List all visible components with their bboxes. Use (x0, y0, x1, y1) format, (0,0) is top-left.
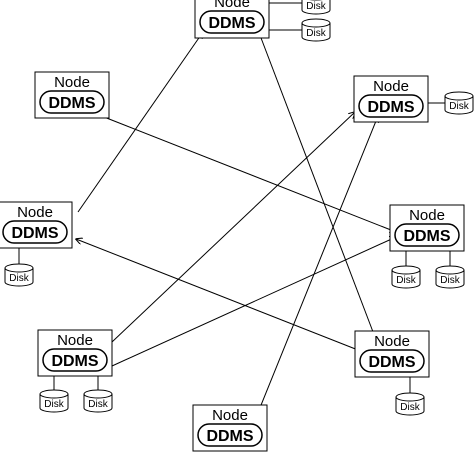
node-title: Node (374, 333, 410, 350)
disk-top (4, 263, 34, 273)
disk-icon: Disk (83, 389, 113, 413)
ddms-pill (42, 348, 108, 372)
disk-icon: Disk (301, 0, 331, 15)
ddms-label: DDMS (403, 228, 450, 245)
edge-arrow-middle-left-to-top (77, 32, 203, 213)
disk-label: Disk (88, 399, 108, 410)
node-title: Node (212, 407, 248, 424)
edge-arrow-lower-left-to-upper-right (111, 112, 355, 343)
ddms-pill (359, 349, 425, 373)
disk-body (83, 394, 113, 413)
disk-top (444, 91, 474, 101)
ddms-label: DDMS (11, 225, 58, 242)
ddms-label: DDMS (51, 353, 98, 370)
ddms-label: DDMS (208, 15, 255, 32)
disk-label: Disk (306, 1, 326, 12)
ddms-pill (39, 90, 105, 114)
edge-arrow-top-to-lower-right (257, 29, 378, 345)
ddms-pill (199, 10, 265, 34)
disk-icon: Disk (435, 265, 465, 289)
node-title: Node (409, 207, 445, 224)
disk-body (301, 0, 331, 15)
ddms-pill (394, 223, 460, 247)
edge-arrow-upper-left-to-middle-right (103, 116, 396, 232)
node-title: Node (373, 78, 409, 95)
ddms-label: DDMS (206, 428, 253, 445)
disk-label: Disk (306, 28, 326, 39)
disk-label: Disk (9, 273, 29, 284)
disk-top (39, 389, 69, 399)
ddms-pill (2, 220, 68, 244)
disk-top (395, 392, 425, 402)
ddms-pill (197, 423, 263, 447)
node-title: Node (54, 74, 90, 91)
edge-arrow-bottom-to-upper-right (254, 116, 378, 421)
ddms-label: DDMS (367, 99, 414, 116)
disk-icon: Disk (301, 18, 331, 42)
ddms-pill (358, 94, 424, 118)
node-title: Node (57, 332, 93, 349)
edge-arrow-lower-left-to-middle-right (111, 237, 396, 367)
disk-icon: Disk (4, 263, 34, 287)
node-title: Node (17, 204, 53, 221)
node-title: Node (214, 0, 250, 11)
disk-body (39, 394, 69, 413)
disk-label: Disk (44, 399, 64, 410)
edges-layer (76, 29, 396, 421)
disk-icon: Disk (391, 265, 421, 289)
disk-icon: Disk (444, 91, 474, 115)
disk-body (391, 270, 421, 289)
edge-arrow-lower-right-to-middle-left (76, 239, 359, 351)
ddms-label: DDMS (48, 95, 95, 112)
ddms-label: DDMS (368, 354, 415, 371)
disk-icon: Disk (39, 389, 69, 413)
disk-top (435, 265, 465, 275)
disk-label: Disk (396, 275, 416, 286)
disk-top (391, 265, 421, 275)
disk-label: Disk (400, 402, 420, 413)
disk-icon: Disk (395, 392, 425, 416)
disk-body (395, 397, 425, 416)
disk-label: Disk (449, 101, 469, 112)
disk-body (435, 270, 465, 289)
disk-body (444, 96, 474, 115)
disk-body (4, 268, 34, 287)
disk-label: Disk (440, 275, 460, 286)
disk-top (83, 389, 113, 399)
disk-top (301, 18, 331, 28)
disk-body (301, 23, 331, 42)
